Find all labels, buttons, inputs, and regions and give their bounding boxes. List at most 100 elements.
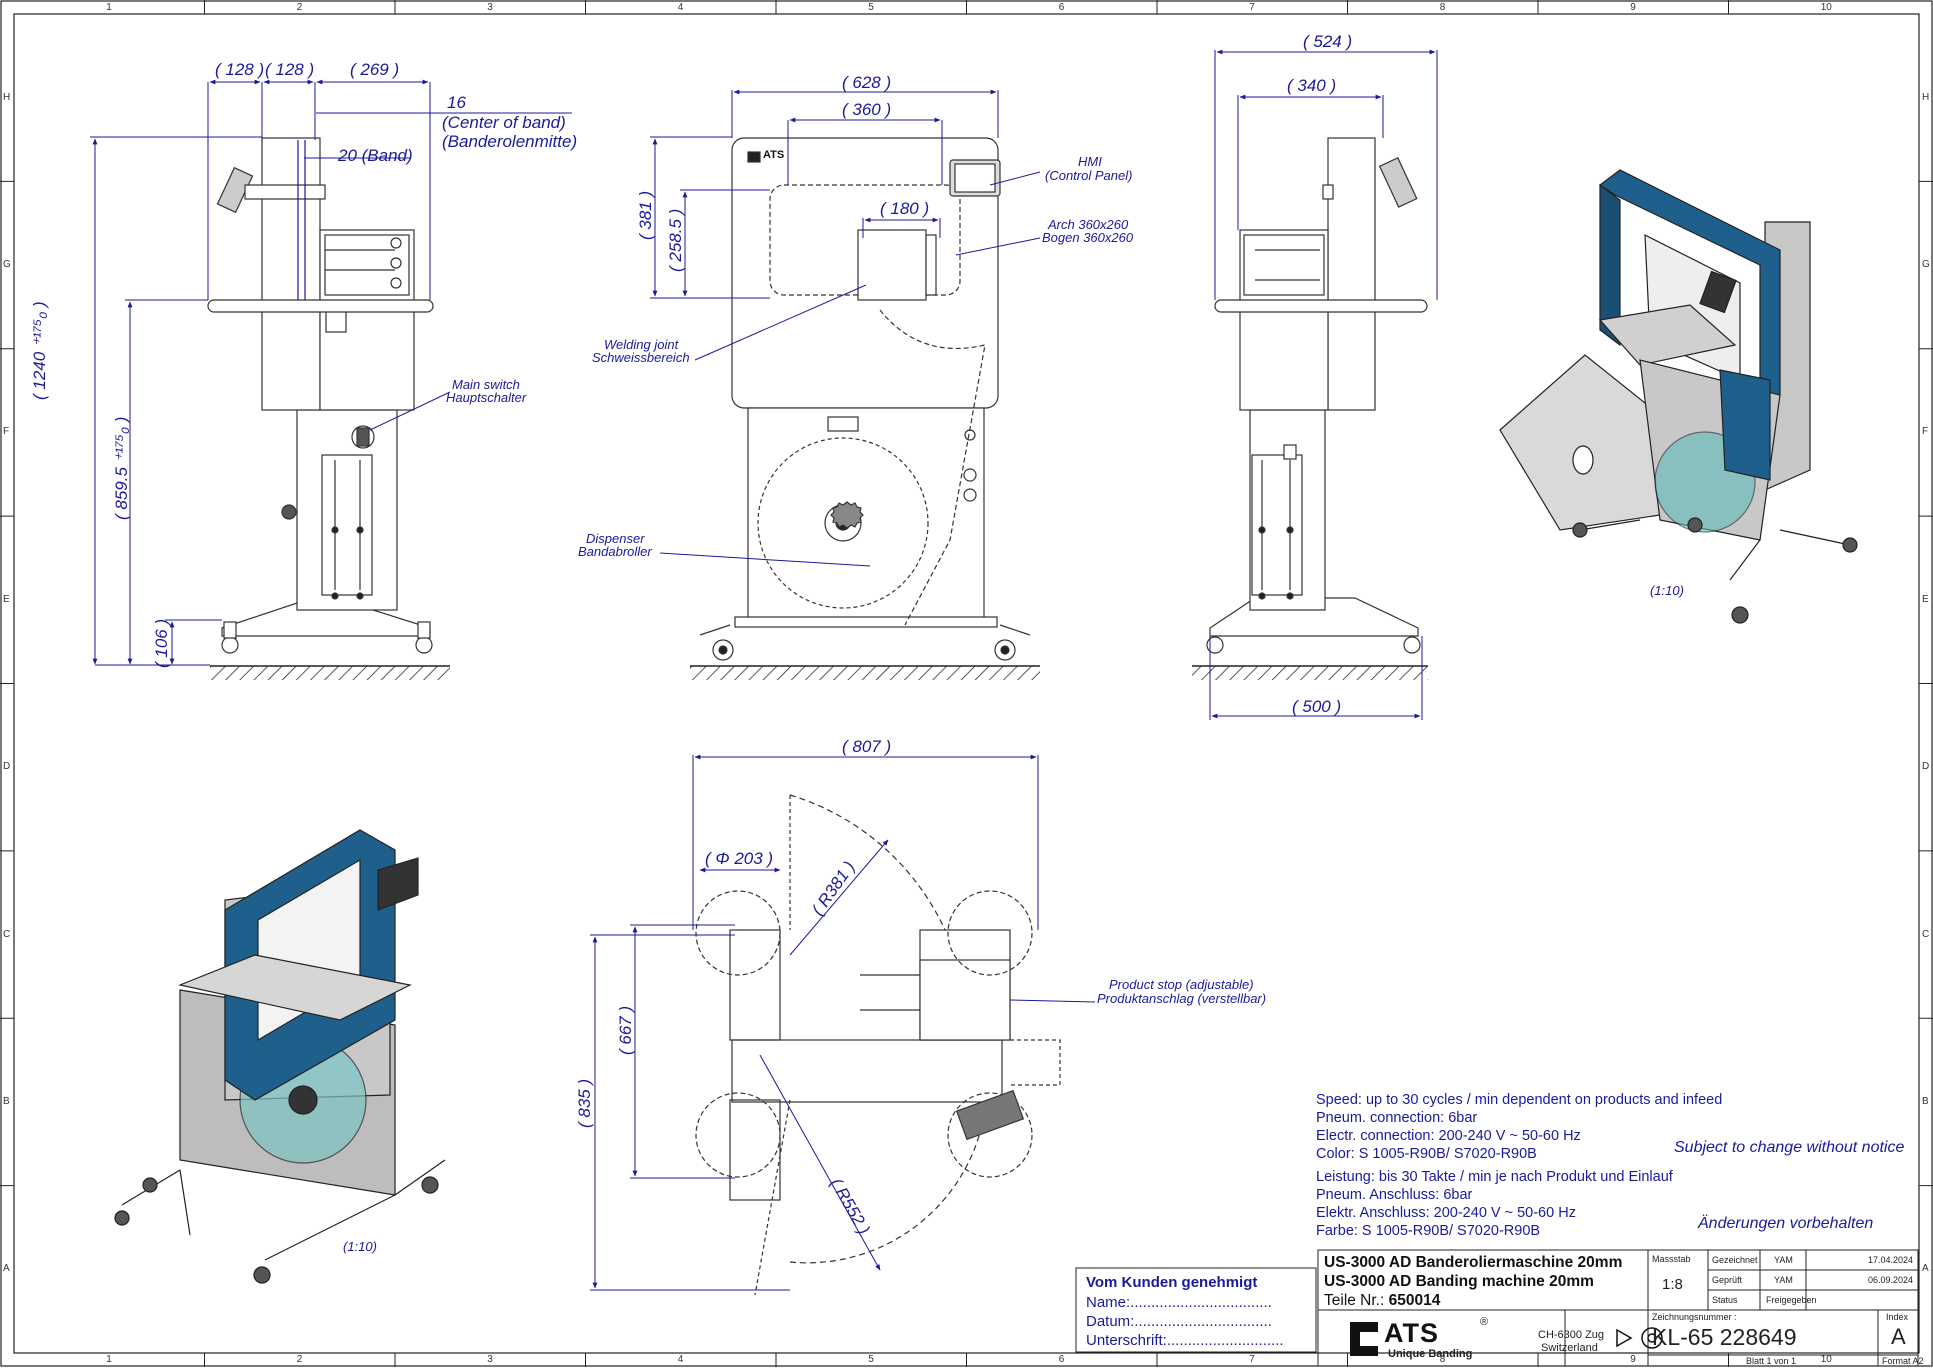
grid-column-label: 9	[1630, 1354, 1636, 1365]
checked-label: Geprüft	[1712, 1275, 1743, 1285]
bandabroller-label: Bandabroller	[578, 544, 652, 559]
approval-signature-field[interactable]: Unterschrift:...........................…	[1086, 1332, 1284, 1349]
grid-column-label: 10	[1820, 1354, 1832, 1365]
grid-column-label: 5	[868, 2, 874, 13]
grid-row-label: D	[1922, 761, 1930, 773]
status-label: Status	[1712, 1295, 1738, 1305]
grid-row-label: A	[3, 1263, 10, 1275]
dim-360: ( 360 )	[842, 100, 892, 119]
dim-524: ( 524 )	[1303, 32, 1353, 51]
band-20-label: 20 (Band)	[338, 146, 413, 165]
grid-column-label: 1	[106, 2, 112, 13]
grid-column-label: 6	[1058, 1354, 1065, 1365]
front-view-dims	[650, 89, 1041, 567]
iso-view-left	[114, 829, 446, 1284]
produktanschlag-label: Produktanschlag (verstellbar)	[1097, 991, 1267, 1006]
height-859-label: ( 859.5 ⁺¹⁷⁵₀ )	[112, 416, 131, 520]
center-of-band-label: (Center of band)	[442, 113, 566, 132]
side-view-left	[207, 137, 450, 680]
grid-row-label: F	[1922, 426, 1929, 438]
spec-en-color: Color: S 1005-R90B/ S7020-R90B	[1316, 1146, 1537, 1162]
spec-en-speed: Speed: up to 30 cycles / min dependent o…	[1316, 1092, 1723, 1108]
specs-english: Speed: up to 30 cycles / min dependent o…	[1316, 1091, 1722, 1163]
aenderungen-label: Änderungen vorbehalten	[1698, 1215, 1874, 1232]
spec-de-pneum: Pneum. Anschluss: 6bar	[1316, 1187, 1473, 1203]
sheet-label: Blatt 1 von 1	[1746, 1356, 1797, 1366]
grid-column-label: 3	[487, 2, 493, 13]
iso-view-right	[1499, 169, 1858, 624]
iso-left-scale: (1:10)	[343, 1239, 377, 1254]
grid-column-label: 8	[1439, 2, 1446, 13]
ats-logo-mark	[1350, 1322, 1663, 1356]
banderolenmitte-label: (Banderolenmitte)	[442, 132, 578, 151]
dim-16: 16	[447, 93, 466, 112]
hauptschalter-label: Hauptschalter	[446, 390, 527, 405]
dim-807: ( 807 )	[842, 737, 892, 756]
spec-de-elektr: Elektr. Anschluss: 200-240 V ~ 50-60 Hz	[1316, 1205, 1576, 1221]
side-view-right-dims	[1209, 49, 1438, 720]
grid-row-label: F	[3, 426, 10, 438]
front-view	[690, 137, 1040, 680]
top-view-dims	[590, 754, 1096, 1291]
checked-by: YAM	[1774, 1275, 1793, 1285]
scale-label: Massstab	[1652, 1254, 1691, 1264]
grid-row-label: G	[1922, 259, 1930, 271]
subject-to-change-label: Subject to change without notice	[1674, 1139, 1905, 1156]
drawing-number-label: Zeichnungsnummer :	[1652, 1312, 1737, 1322]
grid-row-label: H	[1922, 91, 1930, 103]
drawn-date: 17.04.2024	[1868, 1255, 1914, 1265]
grid-row-label: H	[3, 91, 11, 103]
height-1240-label: ( 1240 ⁺¹⁷⁵₀ )	[30, 301, 49, 400]
grid-column-label: 2	[296, 2, 303, 13]
arch-label: Arch 360x260	[1048, 217, 1129, 232]
part-number-label: Teile Nr.:	[1324, 1292, 1389, 1309]
address-line-1: CH-6300 Zug	[1538, 1329, 1605, 1341]
front-ats-logo: ATS	[763, 149, 785, 161]
grid-column-label: 3	[487, 1354, 493, 1365]
top-view	[695, 794, 1061, 1296]
grid-column-label: 9	[1630, 2, 1636, 13]
side-view-left-dims	[90, 79, 572, 666]
approval-name-field[interactable]: Name:..................................	[1086, 1294, 1272, 1311]
grid-row-label: D	[3, 761, 11, 773]
approval-date-field[interactable]: Datum:.................................	[1086, 1313, 1272, 1330]
spec-de-farbe: Farbe: S 1005-R90B/ S7020-R90B	[1316, 1223, 1541, 1239]
grid-row-label: C	[3, 928, 11, 940]
spec-en-electr: Electr. connection: 200-240 V ~ 50-60 Hz	[1316, 1128, 1581, 1144]
iso-right-scale: (1:10)	[1650, 583, 1684, 598]
dim-340: ( 340 )	[1287, 76, 1337, 95]
company-tagline: Unique Banding	[1388, 1348, 1473, 1360]
title-german: US-3000 AD Banderoliermaschine 20mm	[1324, 1254, 1623, 1271]
hmi-control-panel-label: (Control Panel)	[1045, 168, 1133, 183]
grid-row-label: G	[3, 259, 11, 271]
grid-column-label: 7	[1249, 1354, 1255, 1365]
dim-835: ( 835 )	[575, 1078, 594, 1128]
grid-row-label: B	[1922, 1095, 1929, 1107]
approval-title: Vom Kunden genehmigt	[1086, 1274, 1258, 1291]
welding-joint-label: Welding joint	[604, 337, 679, 352]
specs-german: Leistung: bis 30 Takte / min je nach Pro…	[1316, 1168, 1673, 1240]
dispenser-label: Dispenser	[586, 531, 645, 546]
status-value: Freigegeben	[1766, 1295, 1817, 1305]
dim-128-a: ( 128 )	[215, 60, 265, 79]
grid-row-label: E	[3, 593, 10, 605]
product-stop-label: Product stop (adjustable)	[1109, 977, 1254, 992]
grid-row-label: C	[1922, 928, 1930, 940]
dim-258: ( 258.5 )	[666, 208, 685, 272]
dim-128-b: ( 128 )	[265, 60, 315, 79]
dim-628: ( 628 )	[842, 73, 892, 92]
part-number-value: 650014	[1388, 1292, 1441, 1309]
dim-180: ( 180 )	[880, 199, 930, 218]
height-106-label: ( 106 )	[152, 618, 171, 668]
company-name: ATS	[1384, 1318, 1439, 1348]
title-block-lines	[1075, 1249, 1919, 1367]
schweissbereich-label: Schweissbereich	[592, 350, 690, 365]
grid-column-label: 6	[1058, 2, 1065, 13]
scale-value: 1:8	[1662, 1276, 1683, 1293]
side-view-right	[1192, 137, 1428, 680]
index-label: Index	[1886, 1312, 1909, 1322]
hmi-label: HMI	[1078, 154, 1102, 169]
grid-row-label: A	[1922, 1263, 1929, 1275]
checked-date: 06.09.2024	[1868, 1275, 1914, 1285]
